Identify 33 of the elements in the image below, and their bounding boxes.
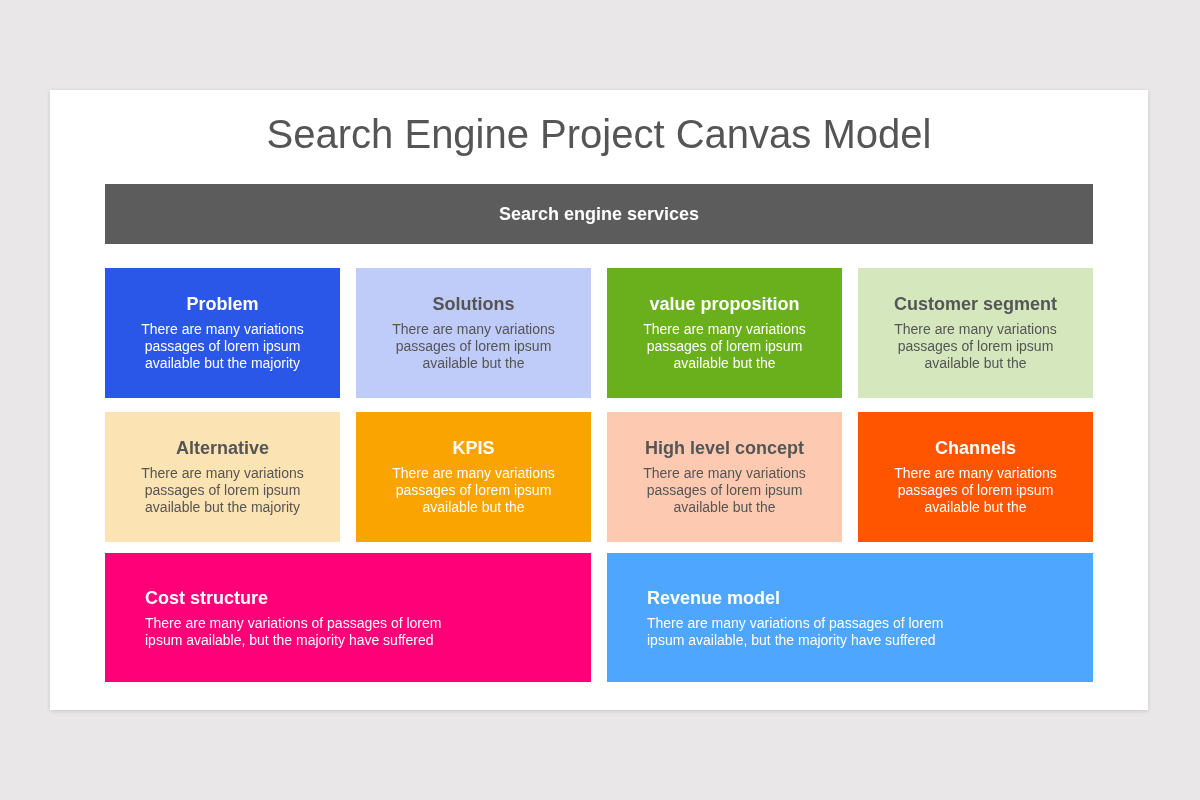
block-heading: Customer segment: [893, 294, 1057, 315]
block-text: There are many variations of passages of lorem ipsum available, but the majority have suffered: [647, 615, 945, 649]
canvas-block: [607, 268, 842, 398]
block-heading: Problem: [186, 294, 259, 315]
canvas-block: [607, 553, 1093, 682]
title: Search Engine Project Canvas Model: [265, 112, 933, 157]
block-heading: Alternative: [175, 438, 269, 459]
block-heading: High level concept: [644, 438, 804, 459]
block-text: There are many variations passages of lorem ipsum available but the: [642, 321, 807, 372]
block-text: There are many variations passages of lorem ipsum available but the: [391, 321, 556, 372]
block-text: There are many variations of passages of lorem ipsum available, but the majority have suffered: [145, 615, 443, 649]
header-band: [105, 184, 1093, 244]
canvas-block: [105, 553, 591, 682]
block-text: There are many variations passages of lorem ipsum available but the majority: [140, 321, 305, 372]
block-heading: Revenue model: [647, 588, 782, 609]
canvas-block: [607, 412, 842, 542]
block-text: There are many variations passages of lorem ipsum available but the: [391, 465, 556, 516]
block-heading: Cost structure: [145, 588, 270, 609]
canvas-block: [858, 268, 1093, 398]
block-heading: KPIS: [452, 438, 495, 459]
block-text: There are many variations passages of lorem ipsum available but the majority: [140, 465, 305, 516]
block-text: There are many variations passages of lorem ipsum available but the: [893, 465, 1058, 516]
block-text: There are many variations passages of lorem ipsum available but the: [893, 321, 1058, 372]
canvas-block: [858, 412, 1093, 542]
block-heading: Channels: [935, 438, 1016, 459]
canvas-block: [105, 412, 340, 542]
block-text: There are many variations passages of lorem ipsum available but the: [642, 465, 807, 516]
canvas-block: [356, 268, 591, 398]
block-heading: Search engine services: [498, 203, 700, 225]
block-heading: Solutions: [432, 294, 515, 315]
canvas-block: [105, 268, 340, 398]
canvas-block: [356, 412, 591, 542]
block-heading: value proposition: [649, 294, 800, 315]
